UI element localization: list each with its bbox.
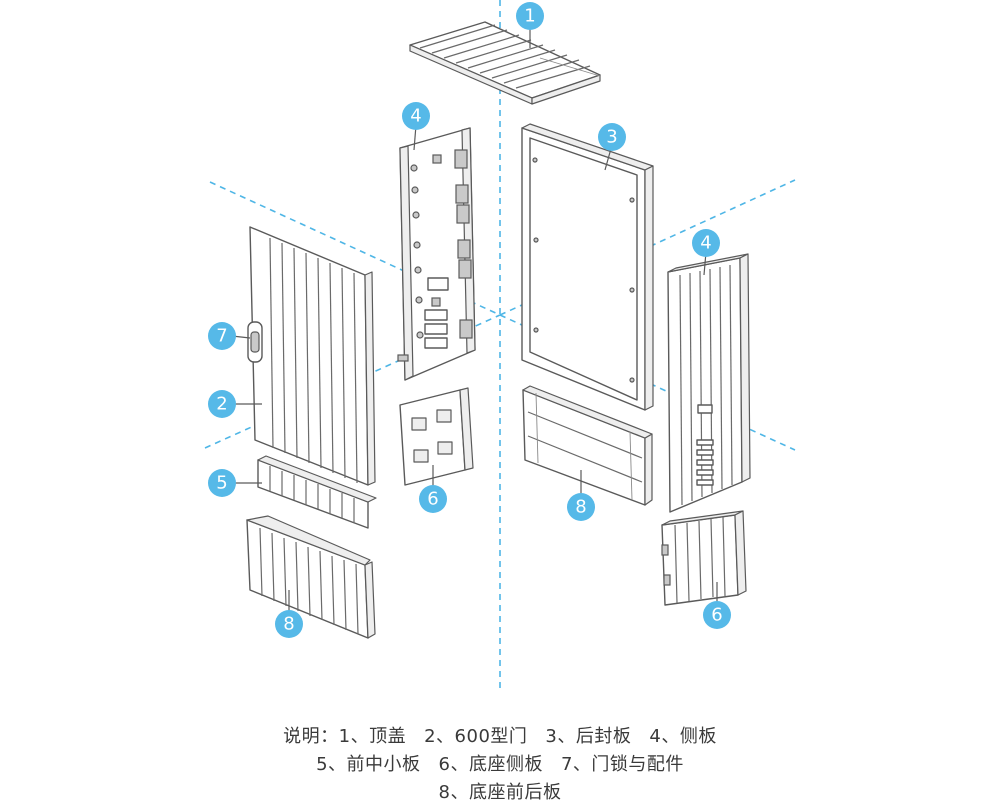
callout-7: 7 xyxy=(208,322,236,350)
caption-item-3: 3、后封板 xyxy=(545,726,632,747)
caption-item-4: 4、侧板 xyxy=(649,726,717,747)
svg-text:7: 7 xyxy=(216,326,227,347)
door-panel xyxy=(247,226,376,486)
side-panel-right xyxy=(667,253,751,513)
svg-text:6: 6 xyxy=(711,605,722,626)
rear-panel xyxy=(521,123,654,411)
front-middle-small-panel xyxy=(257,455,377,529)
caption-prefix: 说明： xyxy=(283,726,339,747)
svg-text:3: 3 xyxy=(606,127,617,148)
caption-item-2: 2、600型门 xyxy=(424,726,528,747)
base-front-back-panel-right xyxy=(522,385,653,506)
base-side-panel-center xyxy=(399,387,474,486)
side-panel-left xyxy=(397,127,476,381)
callout-3: 3 xyxy=(598,123,626,151)
base-front-back-panel-left xyxy=(246,515,376,639)
svg-text:4: 4 xyxy=(700,233,711,254)
svg-text:2: 2 xyxy=(216,394,227,415)
callout-4-right: 4 xyxy=(692,229,720,257)
svg-text:1: 1 xyxy=(524,6,535,27)
top-cover xyxy=(409,21,601,105)
callout-5: 5 xyxy=(208,469,236,497)
caption-item-7: 7、门锁与配件 xyxy=(560,754,684,775)
svg-text:6: 6 xyxy=(427,489,438,510)
caption-line-2: 5、前中小板 6、底座侧板 7、门锁与配件 xyxy=(0,750,1000,776)
svg-text:8: 8 xyxy=(283,614,294,635)
caption-line-1: 说明：1、顶盖 2、600型门 3、后封板 4、侧板 xyxy=(0,722,1000,748)
callout-2: 2 xyxy=(208,390,236,418)
caption-item-6: 6、底座侧板 xyxy=(438,754,543,775)
caption-item-5: 5、前中小板 xyxy=(316,754,421,775)
callout-4-left: 4 xyxy=(402,102,430,130)
svg-text:4: 4 xyxy=(410,106,421,127)
svg-text:8: 8 xyxy=(575,497,586,518)
caption-line-3: 8、底座前后板 xyxy=(0,778,1000,804)
callout-6-right: 6 xyxy=(703,601,731,629)
svg-text:5: 5 xyxy=(216,473,227,494)
caption-item-8: 8、底座前后板 xyxy=(438,782,562,803)
caption-item-1: 1、顶盖 xyxy=(338,726,407,747)
callout-1: 1 xyxy=(516,2,544,30)
callout-6-center: 6 xyxy=(419,485,447,513)
base-side-panel-right xyxy=(661,510,747,606)
callout-8-left: 8 xyxy=(275,610,303,638)
callout-8-right: 8 xyxy=(567,493,595,521)
